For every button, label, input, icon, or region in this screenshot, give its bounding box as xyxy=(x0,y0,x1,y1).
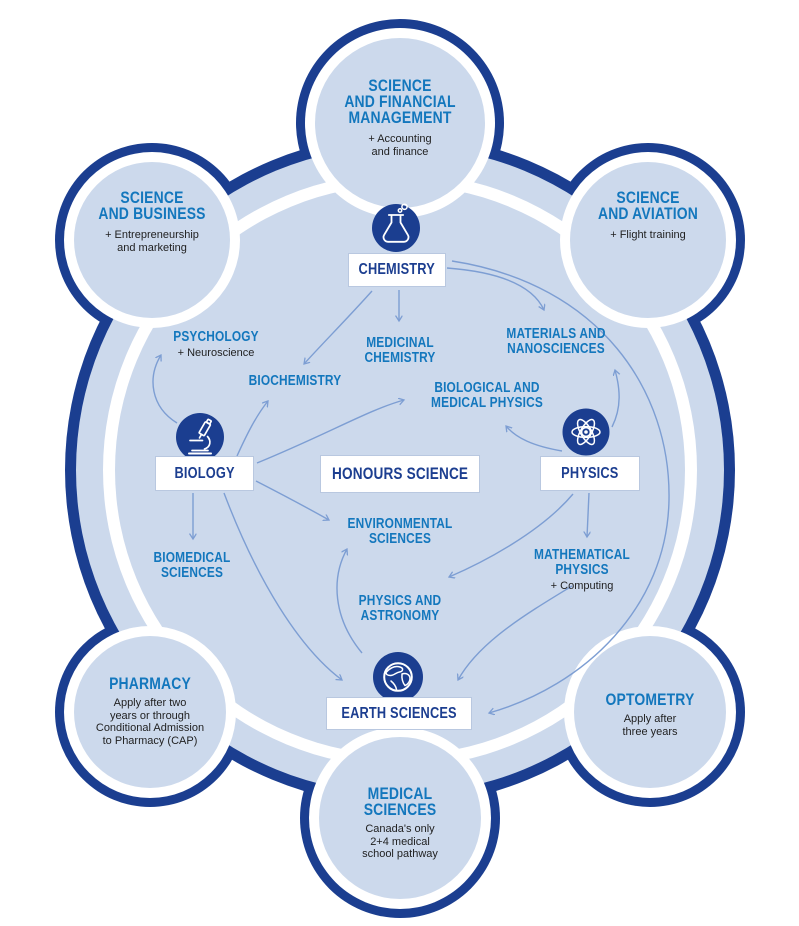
program-biomedical-sciences: BIOMEDICAL SCIENCES xyxy=(153,550,231,581)
arrow-earth-environmental xyxy=(336,549,363,654)
arrow-chemistry-biochemistry xyxy=(304,290,373,364)
satellite-title: MEDICAL SCIENCES xyxy=(363,784,437,819)
arrow-physics-astronomy xyxy=(449,493,574,577)
earth-sciences-label: EARTH SCIENCES xyxy=(341,704,457,722)
program-biochemistry: BIOCHEMISTRY xyxy=(248,373,342,389)
satellite-title: SCIENCE AND FINANCIAL MANAGEMENT xyxy=(318,76,482,127)
arrow-physics-materials xyxy=(611,370,619,428)
program-physics-astronomy: PHYSICS AND ASTRONOMY xyxy=(358,593,442,624)
arrow-biology-biochemistry xyxy=(236,401,268,457)
program-psychology: PSYCHOLOGY + Neuroscience xyxy=(126,330,306,360)
program-medicinal-chemistry: MEDICINAL CHEMISTRY xyxy=(364,335,436,366)
satellite-note: Apply after two years or through Conditi… xyxy=(95,697,205,747)
satellite-title-line: MANAGEMENT xyxy=(348,108,452,127)
program-environmental-sciences: ENVIRONMENTAL SCIENCES xyxy=(347,516,453,547)
arrow-physics-biomedphysics xyxy=(506,426,563,452)
satellite-note: + Entrepreneurship and marketing xyxy=(105,229,199,254)
satellite-optometry: OPTOMETRY Apply after three years xyxy=(550,690,750,738)
satellite-fill xyxy=(570,162,726,318)
chemistry-label: CHEMISTRY xyxy=(358,261,436,278)
satellite-title: SCIENCE AND AVIATION xyxy=(597,188,699,223)
satellite-business: SCIENCE AND BUSINESS + Entrepreneurship … xyxy=(52,188,252,254)
physics-box: PHYSICS xyxy=(540,456,640,491)
satellite-title: SCIENCE AND BUSINESS xyxy=(98,188,206,223)
arrow-biology-biomedphysics xyxy=(256,400,404,464)
satellite-title-line: AND FINANCIAL xyxy=(344,92,456,111)
satellite-note: + Accounting and finance xyxy=(368,133,432,158)
program-mathematical-physics: MATHEMATICAL PHYSICS + Computing xyxy=(492,548,672,593)
satellite-fill xyxy=(315,38,485,208)
honours-science-label: HONOURS SCIENCE xyxy=(331,464,469,483)
satellite-title-line: SCIENCE xyxy=(368,76,432,95)
arrow-chemistry-earth-long xyxy=(451,260,670,713)
atom-icon xyxy=(562,408,610,456)
flask-icon xyxy=(372,203,420,252)
satellite-title: OPTOMETRY xyxy=(605,690,695,709)
satellite-title: PHARMACY xyxy=(109,674,191,693)
satellite-financial: SCIENCE AND FINANCIAL MANAGEMENT + Accou… xyxy=(300,76,500,158)
biology-box: BIOLOGY xyxy=(155,456,254,491)
satellite-fill xyxy=(574,636,726,788)
program-biological-medical-physics: BIOLOGICAL AND MEDICAL PHYSICS xyxy=(431,380,543,411)
satellite-note: Canada's only 2+4 medical school pathway xyxy=(362,823,438,860)
satellite-fill xyxy=(319,737,481,899)
satellite-note: Apply after three years xyxy=(622,713,678,738)
microscope-icon xyxy=(176,413,224,461)
arrow-chemistry-materials xyxy=(446,267,544,310)
satellite-note: + Flight training xyxy=(610,229,686,241)
satellite-pharmacy: PHARMACY Apply after two years or throug… xyxy=(50,674,250,747)
discipline-icons xyxy=(176,203,610,702)
earth-sciences-box: EARTH SCIENCES xyxy=(326,697,472,730)
satellite-medical: MEDICAL SCIENCES Canada's only 2+4 medic… xyxy=(300,784,500,861)
pathway-arrows xyxy=(152,260,670,713)
honours-science-box: HONOURS SCIENCE xyxy=(320,455,480,493)
globe-icon xyxy=(373,652,423,702)
biology-label: BIOLOGY xyxy=(174,464,235,482)
arrow-biology-psychology xyxy=(152,355,178,424)
arrow-mathphysics-earth xyxy=(458,585,573,680)
physics-label: PHYSICS xyxy=(561,464,619,482)
arrow-biology-earth xyxy=(223,492,342,680)
program-note: + Neuroscience xyxy=(177,347,255,359)
satellite-aviation: SCIENCE AND AVIATION + Flight training xyxy=(548,188,748,242)
program-note: + Computing xyxy=(550,580,614,592)
chemistry-box: CHEMISTRY xyxy=(348,253,446,287)
arrow-physics-mathphysics xyxy=(587,492,589,537)
program-materials-nanosciences: MATERIALS AND NANOSCIENCES xyxy=(506,326,606,357)
satellite-fill xyxy=(74,162,230,318)
satellite-fill xyxy=(74,636,226,788)
arrow-biology-environmental xyxy=(255,480,329,520)
